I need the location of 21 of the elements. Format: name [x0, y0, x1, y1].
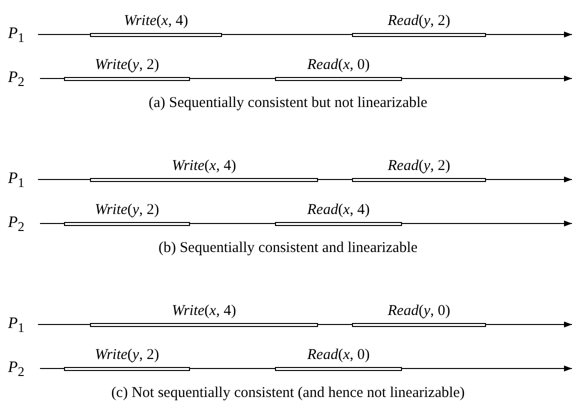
operation-label: Write(x, 4) — [170, 158, 238, 175]
operation-label: Read(x, 0) — [306, 347, 371, 364]
process-label: P$_{2}$ — [8, 69, 24, 92]
process-label: P$_{1}$ — [8, 170, 24, 192]
operation-label: Read(x, 4) — [306, 202, 371, 219]
operation-label: Write(y, 2) — [94, 202, 160, 219]
caption: (b) Sequentially consistent and linearizable — [158, 240, 418, 256]
operation-label: Read(y, 2) — [386, 158, 452, 175]
process-label: P$_{2}$ — [8, 214, 24, 236]
caption: (c) Not sequentially consistent (and hence not linearizable) — [111, 385, 465, 401]
operation-label: Read(y, 0) — [386, 303, 452, 320]
caption: (a) Sequentially consistent but not linearizable — [148, 95, 428, 111]
operation-label: Write(y, 2) — [94, 347, 160, 364]
operation-label: Read(y, 2) — [386, 13, 452, 30]
operation-label: Write(y, 2) — [94, 57, 160, 74]
operation-label: Read(x, 0) — [306, 57, 371, 74]
process-label: P$_{1}$ — [8, 315, 24, 338]
process-label: P$_{2}$ — [8, 359, 24, 382]
operation-label: Write(x, 4) — [170, 303, 238, 320]
process-label: P$_{1}$ — [8, 25, 24, 48]
operation-label: Write(x, 4) — [122, 13, 190, 30]
